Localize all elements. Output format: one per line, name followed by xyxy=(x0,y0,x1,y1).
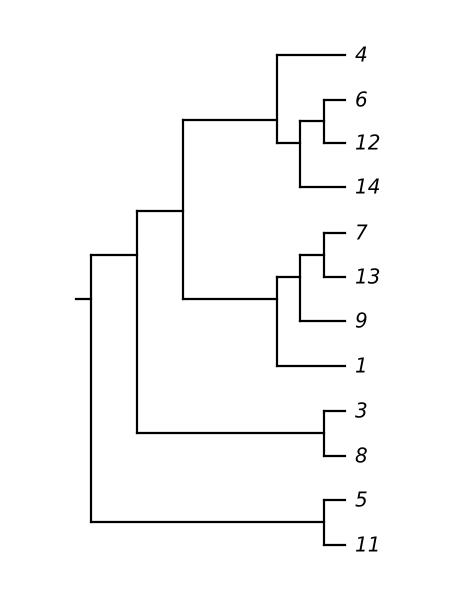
leaf-label-9: 9 xyxy=(355,309,368,333)
leaf-label-13: 13 xyxy=(355,265,380,289)
leaf-label-1: 1 xyxy=(355,354,368,378)
leaf-label-4: 4 xyxy=(355,43,368,67)
leaf-label-7: 7 xyxy=(355,221,368,245)
leaf-label-6: 6 xyxy=(355,88,368,112)
leaf-label-12: 12 xyxy=(355,131,380,155)
leaf-label-8: 8 xyxy=(355,444,368,468)
leaf-label-14: 14 xyxy=(355,175,380,199)
leaf-label-5: 5 xyxy=(355,488,368,512)
leaf-label-11: 11 xyxy=(355,533,380,557)
leaf-label-3: 3 xyxy=(355,399,368,423)
